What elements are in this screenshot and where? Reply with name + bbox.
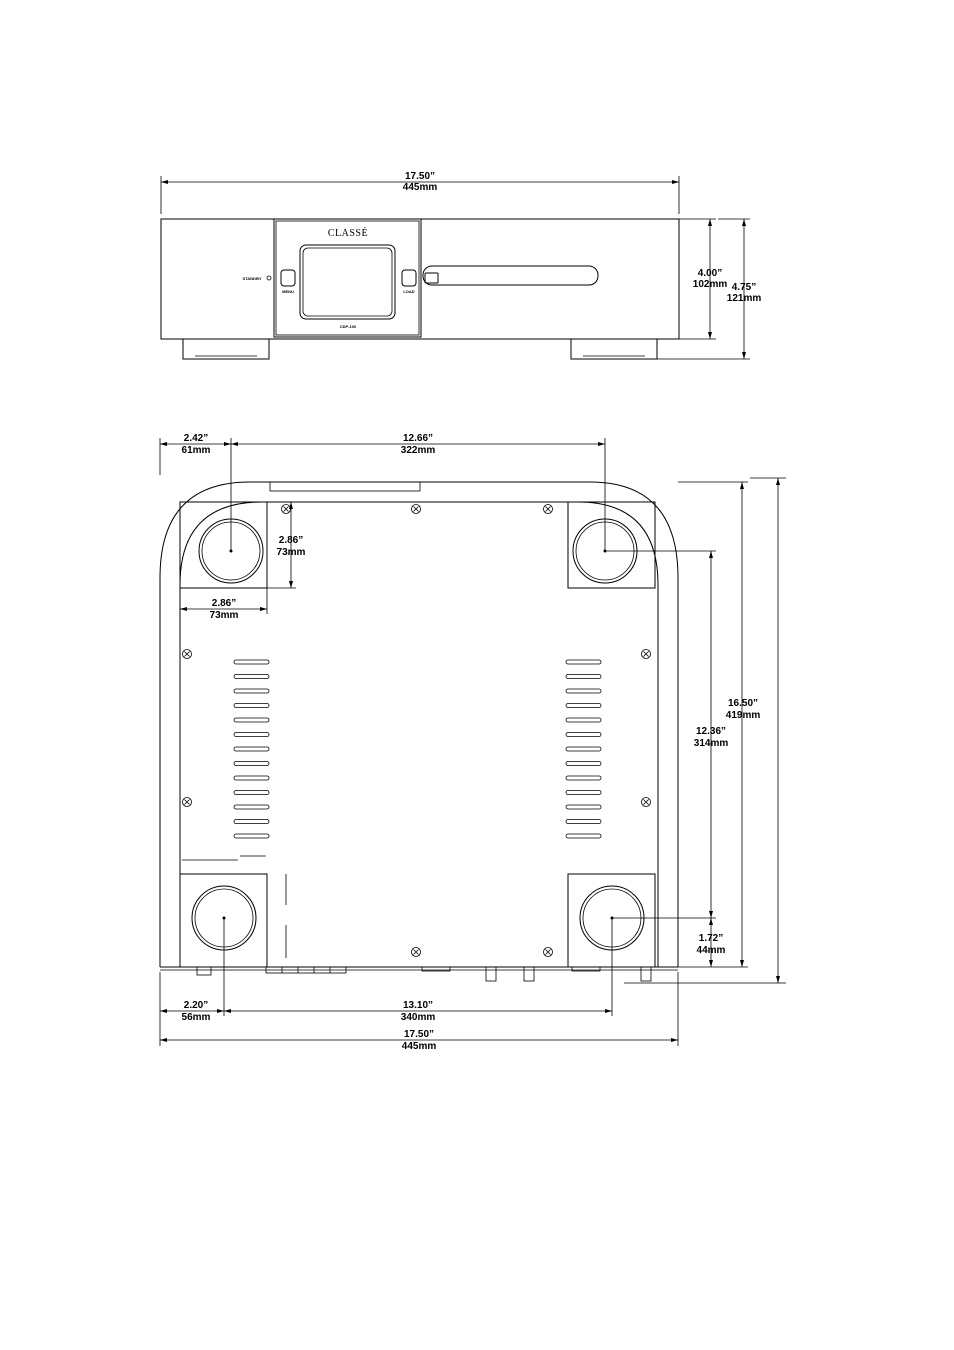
vent-slot [234,660,269,664]
vent-slot [566,762,601,766]
brand-logo: CLASSÉ [328,227,368,239]
rear-connectors [197,967,651,981]
front-chassis [161,219,679,339]
vent-slot [234,747,269,751]
depth-in: 16.50” [728,698,758,709]
vent-slot [566,704,601,708]
load-button [402,270,416,286]
standby-label: STANDBY [242,276,261,281]
vent-slot [566,689,601,693]
depth-dimension: 16.50” 419mm [678,482,760,967]
bottom-left-offset-mm: 56mm [182,1012,211,1023]
foot-pad-height-mm: 73mm [277,547,306,558]
foot-top-right [568,502,655,588]
top-foot-spacing-mm: 322mm [401,445,436,456]
top-foot-offset-in: 2.42” [184,433,208,444]
vent-slot [566,791,601,795]
vent-slot [234,776,269,780]
foot-bottom-right [568,874,655,967]
vent-slot [566,820,601,824]
vent-slot [566,776,601,780]
vent-slot [234,762,269,766]
load-button-label: LOAD [403,289,414,294]
standby-indicator-icon [267,276,271,280]
vent-slot [566,660,601,664]
bottom-width-in: 17.50” [404,1029,434,1040]
bottom-foot-spacing-in: 13.10” [403,1000,433,1011]
vent-slot [234,704,269,708]
foot-depth-spacing-dimension: 12.36” 314mm [605,551,728,918]
front-width-mm: 445mm [403,182,438,193]
rear-foot-offset-dimension: 1.72” 44mm [697,918,726,967]
eject-button [425,273,438,283]
foot-pad-width-in: 2.86” [212,598,236,609]
vent-slot [566,675,601,679]
foot-pad-height-in: 2.86” [279,535,303,546]
vent-slot [234,689,269,693]
bottom-foot-spacing-dimension: 2.20” 56mm 13.10” 340mm [160,918,612,1023]
foot-pad-width-dimension: 2.86” 73mm [180,588,267,621]
foot-pad-width-mm: 73mm [210,610,239,621]
front-total-height-in: 4.75” [732,282,756,293]
vent-slot [234,718,269,722]
foot-depth-spacing-mm: 314mm [694,738,729,749]
front-width-dimension: 17.50” 445mm [161,171,679,214]
ventilation-slots [234,660,601,838]
vent-slot [234,820,269,824]
front-width-in: 17.50” [405,171,435,182]
front-body-height-mm: 102mm [693,279,728,290]
menu-button-label: MENU [282,289,294,294]
foot-top-left [180,502,267,588]
display-screen [300,245,395,319]
vent-slot [566,805,601,809]
front-body-height-in: 4.00” [698,268,722,279]
screw-heads [183,505,651,957]
vent-slot [566,747,601,751]
vent-slot [234,675,269,679]
disc-slot [423,266,598,285]
front-view: 17.50” 445mm CLASSÉ CDP-100 MENU LOAD ST… [161,171,761,359]
bottom-width-mm: 445mm [402,1041,437,1052]
bottom-foot-spacing-mm: 340mm [401,1012,436,1023]
rear-foot-offset-in: 1.72” [699,933,723,944]
menu-button [281,270,295,286]
depth-mm: 419mm [726,710,761,721]
vent-slot [234,834,269,838]
top-foot-offset-dimension: 2.42” 61mm 12.66” 322mm [160,433,605,551]
top-foot-offset-mm: 61mm [182,445,211,456]
vent-slot [234,733,269,737]
bottom-view: 2.42” 61mm 12.66” 322mm 2.86” 73mm 2.86”… [160,433,786,1052]
front-total-height-mm: 121mm [727,293,762,304]
foot-depth-spacing-in: 12.36” [696,726,726,737]
vent-slot [234,791,269,795]
bottom-left-offset-in: 2.20” [184,1000,208,1011]
vent-slot [566,718,601,722]
foot-pad-height-dimension: 2.86” 73mm [267,502,306,588]
top-foot-spacing-in: 12.66” [403,433,433,444]
vent-slot [566,834,601,838]
vent-slot [566,733,601,737]
foot-bottom-left [180,874,267,967]
rear-foot-offset-mm: 44mm [697,945,726,956]
front-body-height-dimension: 4.00” 102mm [679,219,727,339]
vent-slot [234,805,269,809]
bottom-chassis-outline [160,482,678,967]
model-label: CDP-100 [340,324,357,329]
